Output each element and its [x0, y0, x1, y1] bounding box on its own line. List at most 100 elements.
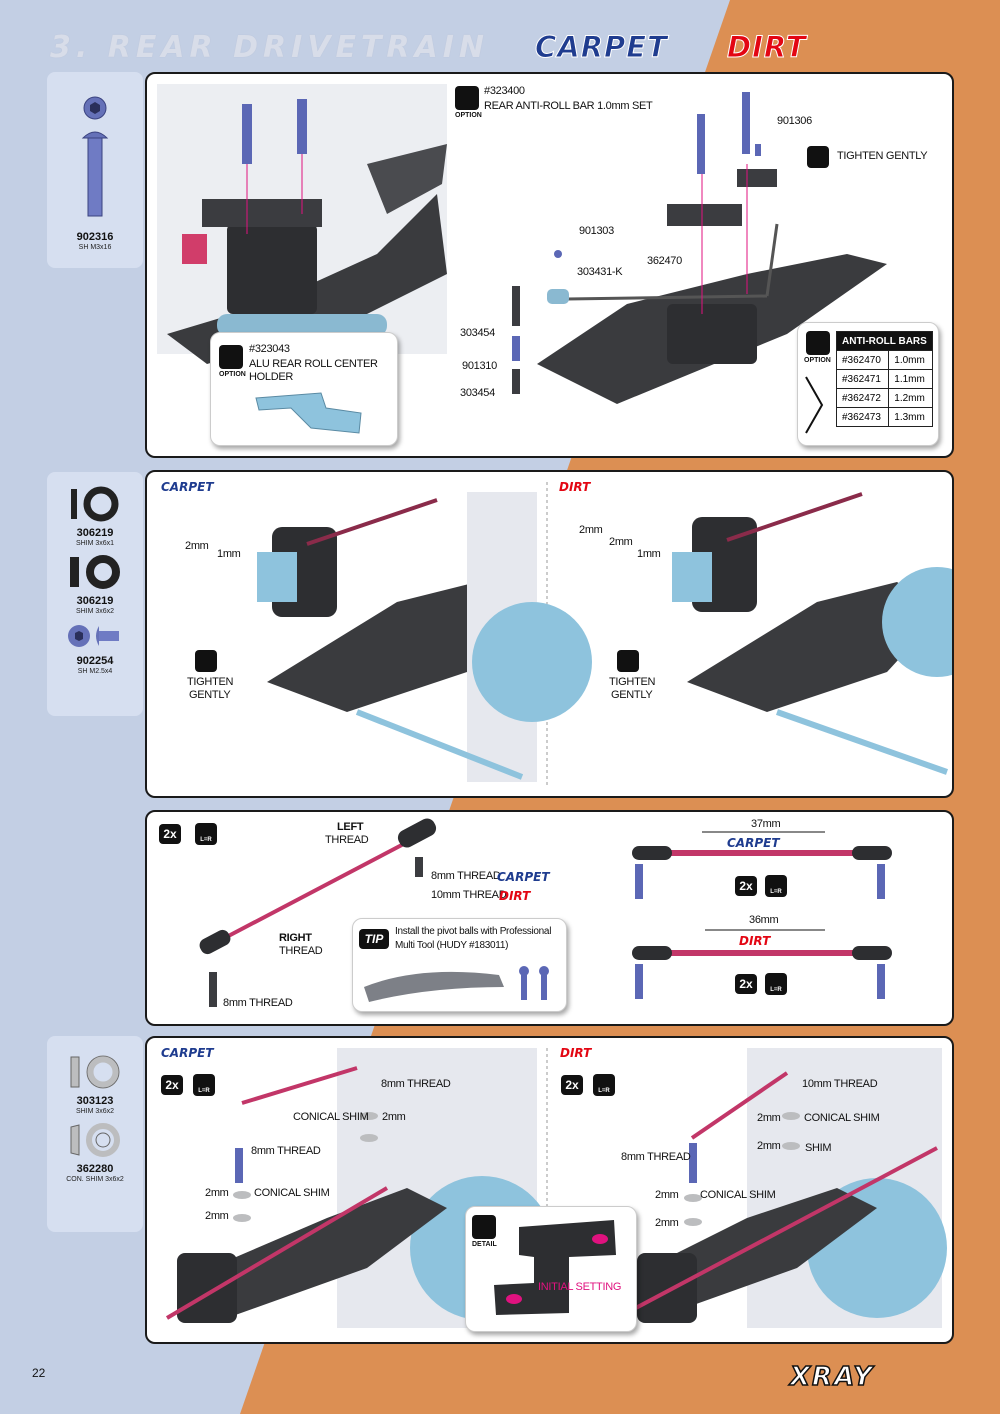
initial-setting-label: INITIAL SETTING [538, 1281, 622, 1293]
thread-label: 8mm THREAD [223, 997, 293, 1009]
quantity-badge: 2x [561, 1075, 583, 1095]
option-name: REAR ANTI-ROLL BAR 1.0mm SET [484, 100, 653, 112]
dirt-logo: DIRT [727, 30, 807, 65]
part-code: 902254 [76, 655, 114, 667]
quantity-badge: 2x [159, 824, 181, 844]
tip-callout: TIP Install the pivot balls with Profess… [352, 918, 567, 1012]
holder-detail-illustration [494, 1220, 616, 1315]
conical-shim-icon [70, 1123, 120, 1157]
step-panel-linkage: CARPET 2x L=R 8mm THREAD CONICAL SHIM 2m… [145, 1036, 954, 1344]
page-title: 3. REAR DRIVETRAIN [50, 30, 489, 65]
option-code: #323400 [484, 85, 525, 97]
detail-tag: DETAIL [472, 1241, 497, 1248]
part-label: 901310 [462, 360, 497, 372]
thread-label: 10mm THREAD [802, 1078, 878, 1090]
table-cell: 1.3mm [888, 407, 933, 427]
screw-icon [81, 96, 109, 217]
shim-label: SHIM [805, 1142, 832, 1154]
part-label: 901303 [579, 225, 614, 237]
shim-icon [70, 555, 120, 589]
parts-sidebar-2: 306219 SHIM 3x6x1 306219 SHIM 3x6x2 9022… [47, 472, 143, 716]
shim-label: CONICAL SHIM [700, 1189, 776, 1201]
part-label: 362470 [647, 255, 682, 267]
part-label: 901306 [777, 115, 812, 127]
option-tag: OPTION [455, 112, 482, 119]
holder-illustration [255, 392, 362, 434]
turnbuckle-illustration [199, 818, 892, 1007]
assembly-illustration-2 [257, 482, 952, 786]
table-cell: 1.2mm [888, 388, 933, 408]
part-code: 303123 [76, 1095, 114, 1107]
tighten-label: GENTLY [189, 689, 231, 701]
thread-label: THREAD [279, 945, 323, 957]
part-code: 902316 [76, 231, 114, 243]
carpet-tag: CARPET [161, 480, 214, 494]
left-right-icon: L=R [765, 875, 787, 897]
detail-callout: DETAIL INITIAL SETTING [465, 1206, 637, 1332]
carpet-tag: CARPET [161, 1046, 214, 1060]
length-label: 36mm [749, 914, 779, 926]
shim-icon [71, 486, 119, 522]
left-right-icon: L=R [593, 1074, 615, 1096]
shim-label: 2mm [655, 1217, 679, 1229]
left-thread-label: LEFT [337, 821, 364, 833]
option-callout-holder: OPTION #323043 ALU REAR ROLL CENTER HOLD… [210, 332, 398, 446]
shim-label: CONICAL SHIM [293, 1111, 369, 1123]
option-tag: OPTION [219, 371, 246, 378]
thread-label: 8mm THREAD [621, 1151, 691, 1163]
dirt-tag: DIRT [499, 889, 531, 903]
shim-label: 2mm [609, 536, 633, 548]
thread-label: 8mm THREAD [431, 870, 501, 882]
table-cell: 1.1mm [888, 369, 933, 389]
table-cell: 1.0mm [888, 350, 933, 370]
left-right-icon: L=R [195, 823, 217, 845]
table-cell: #362471 [835, 369, 890, 389]
magnifier-icon [472, 1215, 496, 1239]
shim-label: 2mm [757, 1140, 781, 1152]
shim-label: 2mm [579, 524, 603, 536]
part-desc: SHIM 3x6x2 [75, 608, 115, 615]
dirt-tag: DIRT [559, 480, 591, 494]
thread-label: 8mm THREAD [381, 1078, 451, 1090]
tip-text: Install the pivot balls with Professiona… [395, 926, 552, 937]
part-label: 303454 [460, 327, 495, 339]
length-label: 37mm [751, 818, 781, 830]
screwdriver-icon [195, 650, 217, 672]
step-panel-turnbuckles: 2x L=R LEFT THREAD 8mm THREAD CARPET 10m… [145, 810, 954, 1026]
screwdriver-icon [617, 650, 639, 672]
thread-label: 8mm THREAD [251, 1145, 321, 1157]
shim-label: CONICAL SHIM [254, 1187, 330, 1199]
part-label: 303431-K [577, 266, 623, 278]
multi-tool-illustration [364, 966, 549, 1002]
part-desc: SH M2.5x4 [77, 668, 113, 675]
option-thumb-icon [455, 86, 479, 110]
tighten-label: GENTLY [611, 689, 653, 701]
shim-label: 2mm [205, 1187, 229, 1199]
xray-logo: XRAY [789, 1361, 875, 1393]
screwdriver-icon [807, 146, 829, 168]
step-panel-antiroll: OPTION #323400 REAR ANTI-ROLL BAR 1.0mm … [145, 72, 954, 458]
dirt-tag: DIRT [739, 934, 771, 948]
part-code: 306219 [76, 527, 114, 539]
part-desc: CON. SHIM 3x6x2 [66, 1176, 124, 1183]
part-label: 303454 [460, 387, 495, 399]
page-number: 22 [32, 1366, 46, 1380]
part-code: 362280 [76, 1163, 114, 1175]
tighten-label: TIGHTEN GENTLY [837, 150, 928, 162]
option-thumb-icon [219, 345, 243, 369]
table-cell: #362473 [835, 407, 890, 427]
shim-icon [70, 1055, 120, 1089]
part-desc: SHIM 3x6x1 [75, 540, 115, 547]
parts-sidebar-1: 902316 SH M3x16 [47, 72, 143, 268]
table-cell: #362470 [835, 350, 890, 370]
carpet-tag: CARPET [497, 870, 550, 884]
option-tag: OPTION [804, 357, 831, 364]
shim-label: 1mm [637, 548, 661, 560]
shim-label: 2mm [655, 1189, 679, 1201]
option-name: ALU REAR ROLL CENTER HOLDER [249, 358, 378, 383]
